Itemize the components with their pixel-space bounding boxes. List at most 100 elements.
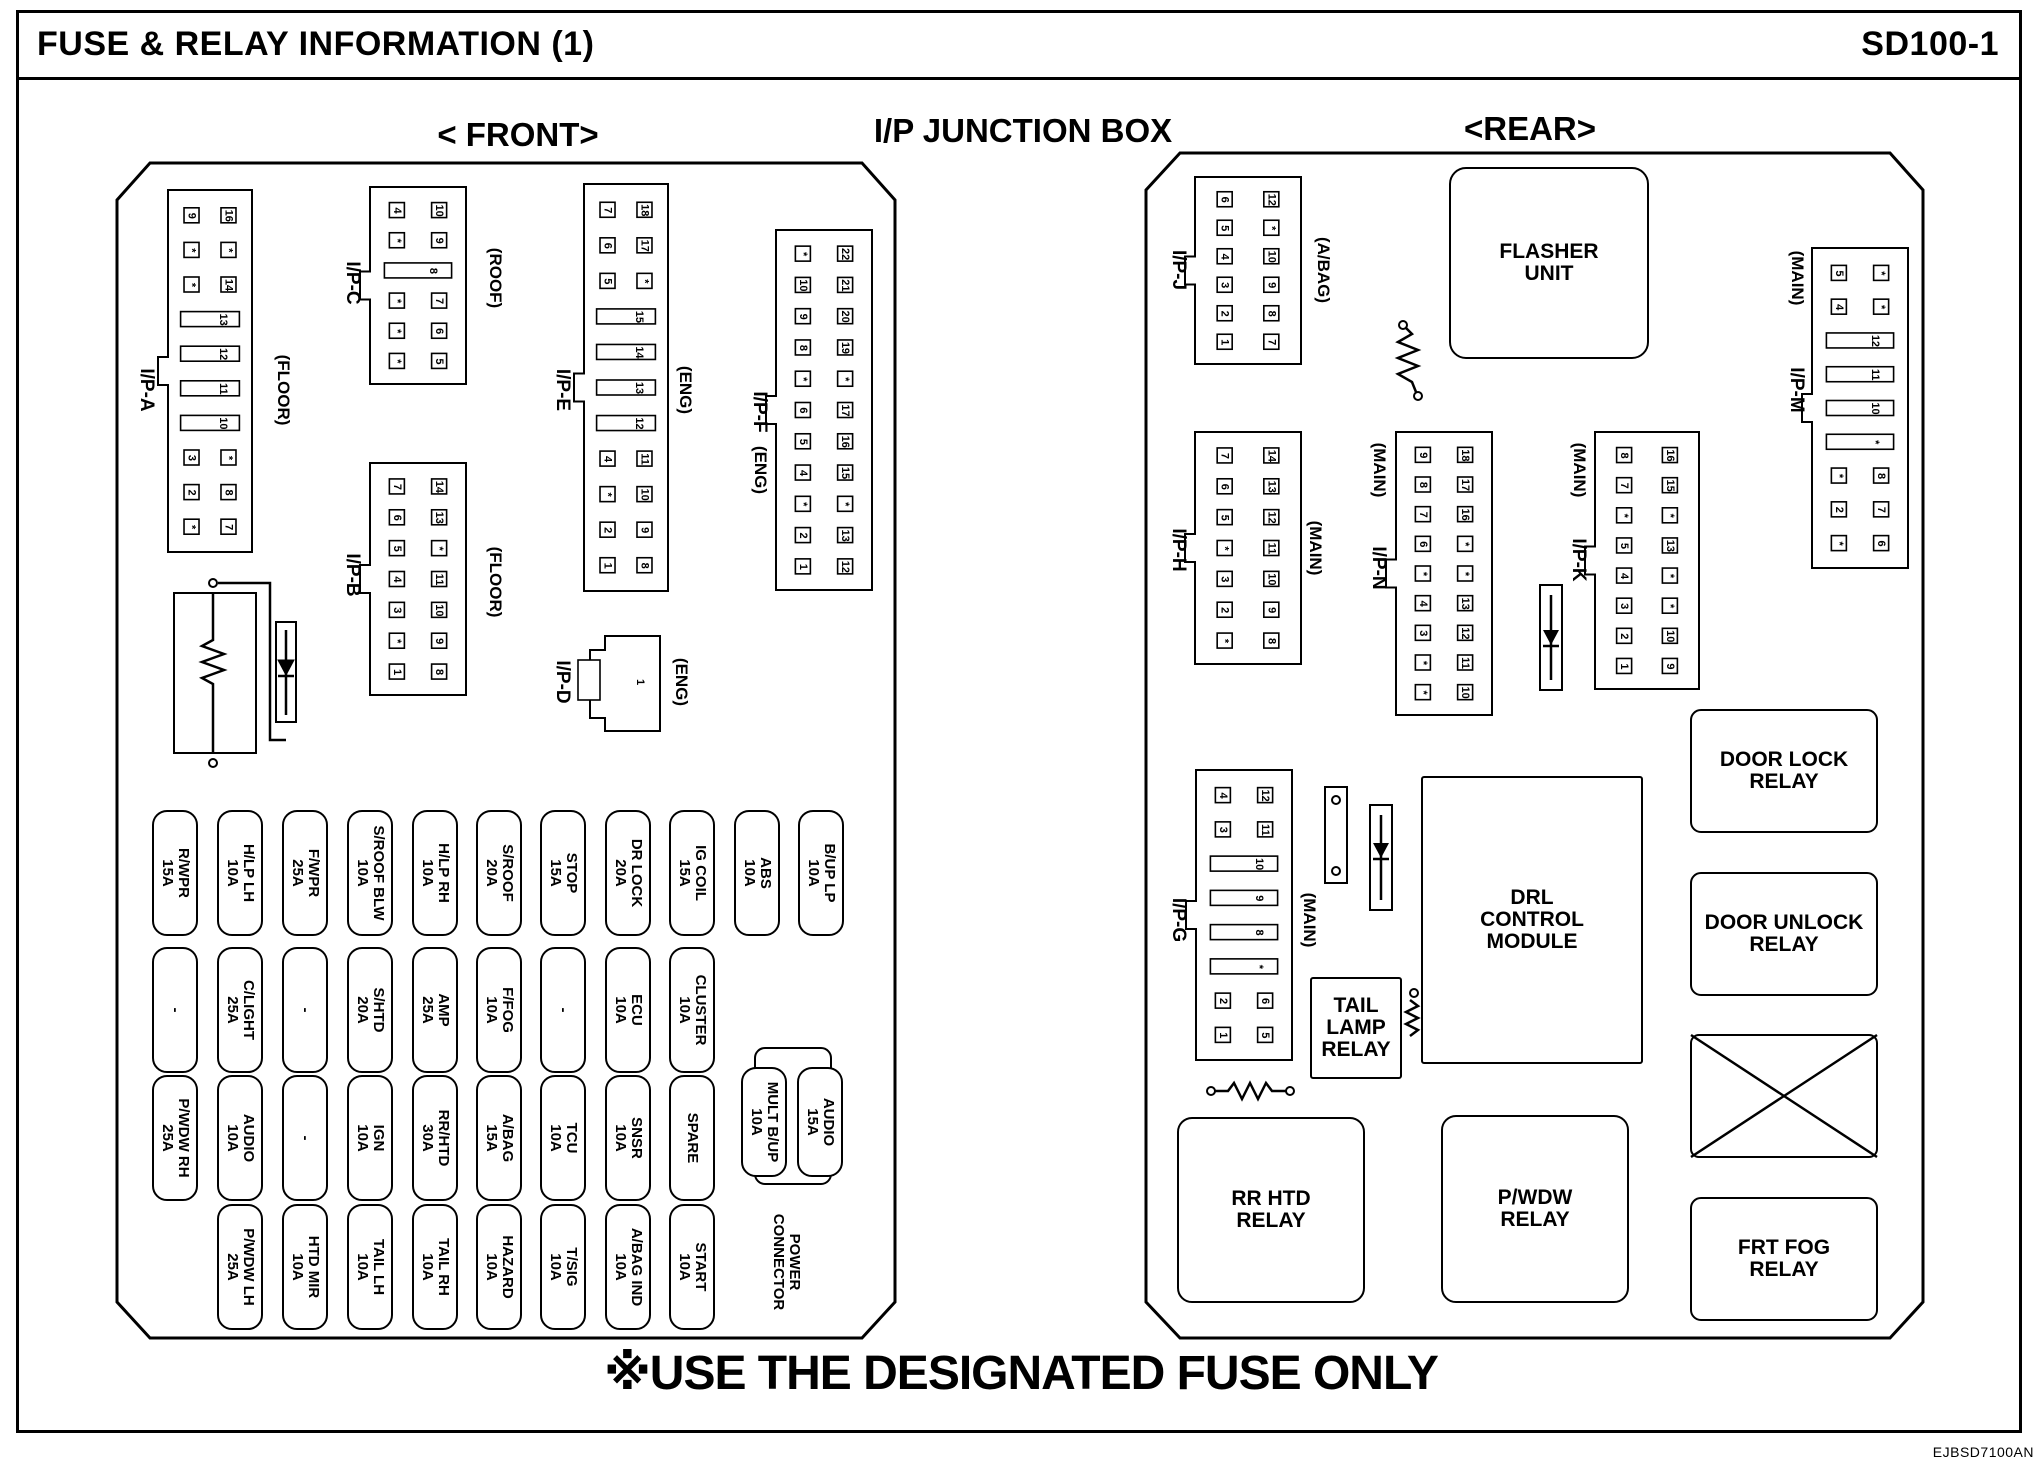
- ipg-pin: [1256, 786, 1274, 804]
- ipf-location: (ENG): [751, 446, 770, 494]
- ipe-pin: [636, 521, 653, 538]
- door-lock-box: [1690, 709, 1878, 833]
- ipj-location: (A/BAG): [1314, 237, 1333, 303]
- fuse: TAIL LH10A: [347, 1204, 393, 1330]
- ipf-pin-label: 20: [839, 311, 851, 323]
- iph-pin: [1216, 570, 1233, 588]
- ipg-pin-label: 12: [1259, 790, 1271, 802]
- fuse-body: [605, 1075, 651, 1201]
- fuse-body: [282, 947, 328, 1073]
- diagram-frame: FUSE & RELAY INFORMATION (1) SD100-1: [16, 10, 2022, 1433]
- fuse-label: A/BAG15A: [483, 1114, 516, 1162]
- ipk-pin-label: 4: [1618, 573, 1630, 580]
- ipn-pin-label: 12: [1459, 627, 1471, 639]
- ipc-housing: [359, 186, 467, 385]
- ipk-pin-label: 13: [1664, 540, 1676, 552]
- ipm-slot: [1825, 433, 1895, 451]
- ipj-pin-label: 2: [1219, 311, 1231, 317]
- fuse-body: [798, 810, 844, 936]
- fuse-body: [347, 1075, 393, 1201]
- ipj-pin-label: 10: [1265, 251, 1277, 263]
- fuse: ECU10A: [605, 947, 651, 1073]
- ipe-pin: [636, 201, 653, 219]
- ipk-pin: [1615, 657, 1633, 675]
- iph-location: (MAIN): [1306, 521, 1325, 576]
- ipn-pin-label: *: [1459, 542, 1471, 547]
- fuse-label: R/WPR15A: [159, 848, 192, 898]
- ipk-location: (MAIN): [1570, 443, 1589, 498]
- ipm-pin: [1872, 467, 1890, 484]
- ipk-name: I/P-K: [1568, 538, 1589, 582]
- ipg-pin: [1214, 992, 1232, 1009]
- ipn-pin-label: *: [1459, 572, 1471, 577]
- ipa-slot: [179, 345, 241, 363]
- ipg-pin-label: 5: [1259, 1032, 1271, 1038]
- ipk-pin: [1615, 476, 1633, 494]
- ipn-location: (MAIN): [1370, 443, 1389, 498]
- ipb-pin: [430, 570, 448, 588]
- fuse-label: P/WDW LH25A: [224, 1228, 257, 1305]
- ipf-pin: [836, 339, 854, 356]
- fuse-label: HTD MIR10A: [289, 1236, 322, 1299]
- ipf-pin: [794, 370, 812, 388]
- ipe-pin: [599, 237, 616, 254]
- ipk-pin: [1661, 567, 1679, 584]
- fuse: START10A: [669, 1204, 715, 1330]
- ipa-pin-label: *: [186, 248, 198, 253]
- fuse-label: F/FOG10A: [483, 987, 516, 1033]
- ipe-pin: [599, 450, 616, 467]
- ipc-pin: [388, 201, 406, 219]
- header-bar: FUSE & RELAY INFORMATION (1) SD100-1: [19, 13, 2019, 80]
- ipg-slot: [1209, 889, 1279, 907]
- fuse: IG COIL15A: [669, 810, 715, 936]
- ipc-pin-label: *: [391, 359, 403, 364]
- ipj-housing: [1184, 176, 1302, 365]
- fuse-label: CLUSTER10A: [676, 975, 709, 1046]
- ipg-slot-label: *: [1253, 965, 1265, 970]
- ipg-pin: [1256, 821, 1274, 838]
- ipk-pin-label: 2: [1618, 633, 1630, 639]
- figure-id: EJBSD7100AN: [1932, 1444, 2034, 1460]
- ipg-pin-label: 6: [1259, 998, 1271, 1004]
- ipk-pin-label: 16: [1664, 449, 1676, 461]
- ipf-pin-label: 22: [839, 248, 851, 260]
- fuse: RR/HTD30A: [412, 1075, 458, 1201]
- ipf-pin: [794, 432, 812, 450]
- ipf-name: I/P-F: [749, 391, 770, 432]
- fuse: IGN10A: [347, 1075, 393, 1201]
- ipm-slot-label: 11: [1869, 369, 1881, 381]
- fuse: A/BAG15A: [476, 1075, 522, 1201]
- ipa-slot: [179, 310, 241, 328]
- ipm-pin-label: *: [1875, 271, 1887, 276]
- fuse-body: [217, 1075, 263, 1201]
- ipk-pin: [1661, 507, 1679, 524]
- ipf-pin-label: 1: [797, 564, 809, 570]
- ipm-pin-label: *: [1833, 474, 1845, 479]
- terminal-dot: [1331, 795, 1341, 805]
- diode-lead: [1373, 815, 1389, 900]
- iph-pin-label: 9: [1265, 607, 1277, 613]
- resistor-symbol: [1394, 327, 1422, 393]
- terminal-dot: [1285, 1086, 1295, 1096]
- fuse-link-box: [1324, 786, 1348, 884]
- ipe-pin-label: 10: [639, 489, 651, 501]
- ipf-pin-label: *: [839, 502, 851, 507]
- ipn-pin: [1456, 624, 1474, 642]
- rear-components: [1206, 320, 1563, 1102]
- fuse-label: TCU10A: [547, 1123, 580, 1154]
- fuse: HTD MIR10A: [282, 1204, 328, 1330]
- ipg-pin: [1214, 821, 1232, 838]
- ipm-slot-label: 10: [1869, 402, 1881, 414]
- ipn-pin-label: 13: [1459, 598, 1471, 610]
- ipe-pin-label: 1: [602, 563, 614, 569]
- ipd-connector: 1I/P-D(ENG): [552, 635, 691, 732]
- fuse: H/LP RH10A: [412, 810, 458, 936]
- ipf-pin-label: 17: [839, 404, 851, 416]
